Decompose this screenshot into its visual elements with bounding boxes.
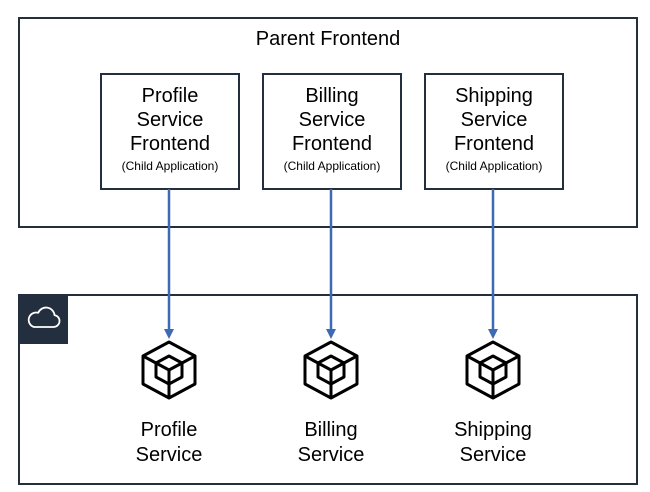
child-subtitle: (Child Application) <box>121 159 219 173</box>
child-subtitle: (Child Application) <box>445 159 543 173</box>
cube-icon <box>300 338 362 402</box>
child-app-shipping-frontend: Shipping Service Frontend (Child Applica… <box>424 73 564 190</box>
cube-icon <box>138 338 200 402</box>
service-label-profile: Profile Service <box>135 419 203 466</box>
child-title: Profile Service Frontend <box>129 85 211 155</box>
cloud-icon <box>20 296 68 344</box>
cube-icon <box>462 338 524 402</box>
cloud-services-container: Profile Service Billing Service <box>18 294 638 485</box>
child-app-billing-frontend: Billing Service Frontend (Child Applicat… <box>262 73 402 190</box>
service-label-shipping: Shipping Service <box>454 419 532 466</box>
service-label-billing: Billing Service <box>297 419 365 466</box>
child-app-profile-frontend: Profile Service Frontend (Child Applicat… <box>100 73 240 190</box>
parent-frontend-title: Parent Frontend <box>255 28 401 50</box>
child-subtitle: (Child Application) <box>283 159 381 173</box>
child-title: Billing Service Frontend <box>291 85 373 155</box>
parent-frontend-container: Parent Frontend Profile Service Frontend… <box>18 17 638 228</box>
child-title: Shipping Service Frontend <box>453 85 535 155</box>
